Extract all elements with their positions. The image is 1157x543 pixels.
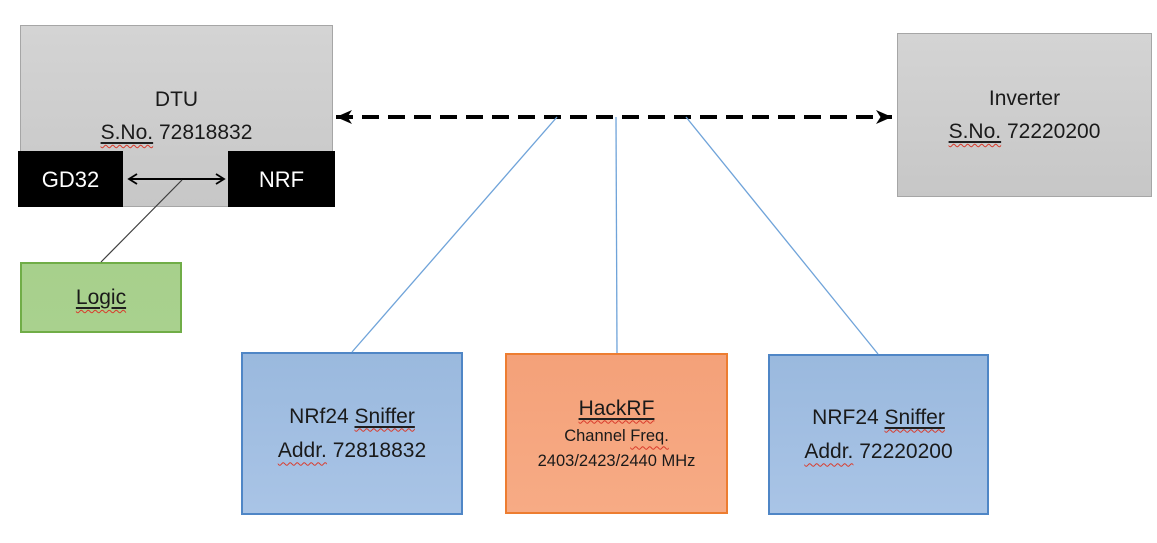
hackrf-box: HackRF Channel Freq. 2403/2423/2440 MHz xyxy=(505,353,728,514)
hackrf-channel-freq-label: Channel Freq. xyxy=(564,426,669,445)
sniffer2-connector-line xyxy=(685,116,879,355)
sniffer2-title: NRF24 Sniffer xyxy=(812,405,945,429)
dtu-serial: S.No. 72818832 xyxy=(100,121,253,144)
logic-label: Logic xyxy=(75,286,127,309)
inverter-serial: S.No. 72220200 xyxy=(948,120,1101,143)
logic-box: Logic xyxy=(20,262,182,333)
gd32-label: GD32 xyxy=(41,166,100,192)
nrf24-sniffer-2-box: NRF24 Sniffer Addr. 72220200 xyxy=(768,354,989,515)
sniffer1-address: Addr. 72818832 xyxy=(277,438,427,462)
hackrf-frequencies: 2403/2423/2440 MHz xyxy=(537,451,696,470)
sniffer1-title: NRf24 Sniffer xyxy=(289,404,415,428)
nrf-box: NRF xyxy=(228,151,335,207)
nrf-label: NRF xyxy=(258,166,305,192)
inverter-box: Inverter S.No. 72220200 xyxy=(897,33,1152,197)
hackrf-connector-line xyxy=(615,116,618,354)
gd32-box: GD32 xyxy=(18,151,123,207)
sniffer2-address: Addr. 72220200 xyxy=(804,439,953,463)
dtu-title: DTU xyxy=(154,88,199,111)
nrf24-sniffer-1-box: NRf24 Sniffer Addr. 72818832 xyxy=(241,352,463,515)
sniffer1-connector-line xyxy=(351,116,558,353)
inverter-title: Inverter xyxy=(988,87,1061,110)
hackrf-title: HackRF xyxy=(578,396,655,420)
